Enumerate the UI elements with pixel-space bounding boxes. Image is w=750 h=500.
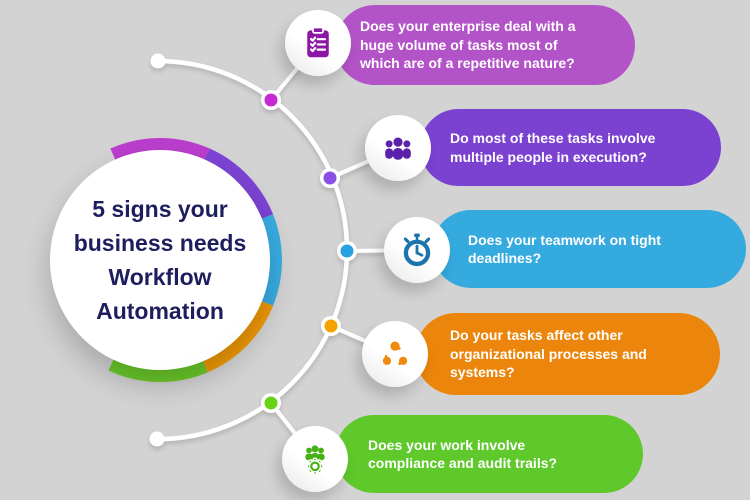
ring-segment-4 [202,300,274,373]
node-dot-5 [264,396,278,410]
process-nodes-icon [382,341,408,367]
icon-circle-5 [282,426,348,492]
title-circle: 5 signs your business needs Workflow Aut… [50,150,270,370]
icon-circle-2 [365,115,431,181]
question-pill-4: Do your tasks affect other organizationa… [415,313,720,395]
node-dot-4 [324,319,338,333]
question-pill-1: Does your enterprise deal with a huge vo… [335,5,635,85]
ring-segment-1 [110,138,210,162]
node-dots [261,90,357,413]
question-text-3: Does your teamwork on tight deadlines? [468,231,661,267]
title-line-1: 5 signs your [92,196,228,222]
ring-segment-2 [203,148,274,220]
node-dot-2 [323,171,337,185]
curve-end-dot-bottom [149,431,165,447]
question-text-5: Does your work involve compliance and au… [368,436,558,472]
title-line-2: business needs [73,230,247,256]
stopwatch-icon [403,233,431,267]
title-ring [108,138,282,383]
ring-segment-5 [108,357,208,383]
question-pill-2: Do most of these tasks involve multiple … [420,109,721,186]
icon-circle-1 [285,10,351,76]
clipboard-checklist-icon [307,26,329,58]
curve-end-dot-top [150,53,166,69]
question-text-4: Do your tasks affect other organizationa… [450,327,647,381]
question-pill-3: Does your teamwork on tight deadlines? [432,210,746,288]
node-dot-1 [264,93,278,107]
question-pill-5: Does your work involve compliance and au… [335,415,643,493]
people-gear-icon [305,445,325,475]
question-text-1: Does your enterprise deal with a huge vo… [360,18,576,72]
icon-circle-3 [384,217,450,283]
title-line-4: Automation [96,298,224,324]
people-group-icon [385,137,411,160]
icon-circle-4 [362,321,428,387]
connector-curve-group [149,41,418,461]
title-line-3: Workflow [108,264,212,290]
ring-segment-3 [260,214,282,306]
node-dot-3 [340,244,354,258]
question-text-2: Do most of these tasks involve multiple … [450,130,656,165]
